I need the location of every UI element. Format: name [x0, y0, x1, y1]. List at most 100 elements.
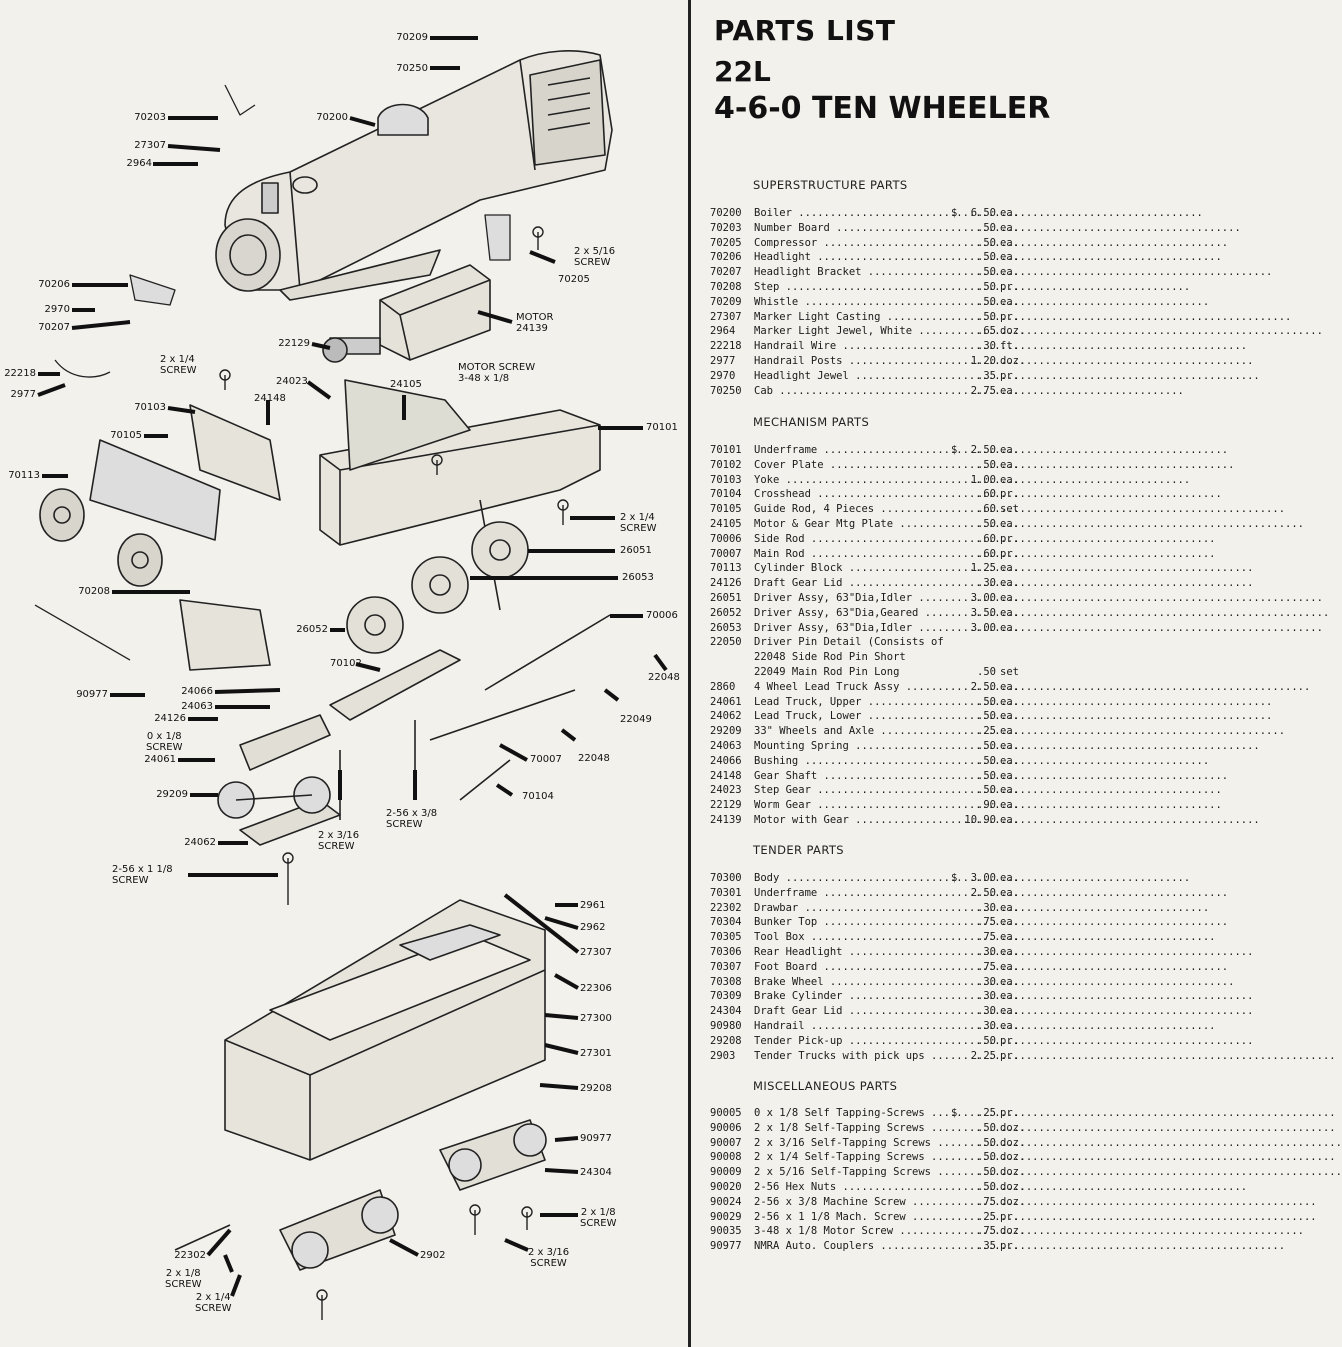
part-description: Draft Gear Lid — [754, 576, 950, 591]
callout-2902: 2902 — [420, 1250, 446, 1261]
part-price: .30 — [977, 975, 996, 988]
currency-symbol: $ — [951, 444, 958, 456]
column-divider — [688, 0, 691, 1347]
leader-lines — [37, 36, 668, 1297]
part-number: 90980 — [710, 1019, 742, 1032]
parts-row: 22048 Side Rod Pin Short — [708, 650, 1034, 665]
part-description: Crosshead — [754, 487, 950, 502]
part-price: 3.00 — [970, 621, 996, 634]
callout-22302: 22302 — [174, 1250, 206, 1261]
part-description: Cab — [754, 384, 950, 399]
part-price: .75 — [977, 931, 996, 944]
callout-70209: 70209 — [396, 32, 428, 43]
part-number: 24126 — [710, 577, 742, 590]
part-description: Lead Truck, Upper — [754, 695, 950, 710]
part-number: 70307 — [710, 960, 742, 973]
part-number: 29208 — [710, 1034, 742, 1047]
part-price: .50 — [977, 251, 996, 264]
part-number: 90008 — [710, 1151, 742, 1164]
part-price: .50 — [977, 458, 996, 471]
part-description: Lead Truck, Lower — [754, 709, 950, 724]
callout-256x38-screw: 2-56 x 3/8 SCREW — [386, 808, 438, 830]
part-number: 24148 — [710, 769, 742, 782]
callout-22218: 22218 — [4, 368, 36, 379]
part-number: 90006 — [710, 1121, 742, 1134]
price-unit: pr. — [1000, 1210, 1019, 1223]
callout-2961: 2961 — [580, 900, 606, 911]
price-unit: doz. — [1000, 325, 1026, 338]
part-price: .35 — [977, 1240, 996, 1253]
callout-24105: 24105 — [390, 379, 422, 390]
part-number: 90029 — [710, 1210, 742, 1223]
callout-22306: 22306 — [580, 983, 612, 994]
part-number: 27307 — [710, 310, 742, 323]
part-description: Cylinder Block — [754, 561, 950, 576]
part-price: .50 — [977, 310, 996, 323]
part-number: 2970 — [710, 369, 736, 382]
part-number: 70306 — [710, 945, 742, 958]
part-description: Handrail Wire — [754, 339, 950, 354]
part-price: .30 — [977, 340, 996, 353]
part-number: 70304 — [710, 916, 742, 929]
part-description: 2-56 x 3/8 Machine Screw — [754, 1195, 950, 1210]
part-number: 22129 — [710, 799, 742, 812]
part-price: 2.25 — [970, 1049, 996, 1062]
part-number: 70208 — [710, 280, 742, 293]
section-title-superstructure: SUPERSTRUCTURE PARTS — [753, 178, 908, 192]
section-title-miscellaneous: MISCELLANEOUS PARTS — [753, 1079, 898, 1093]
callout-24061: 24061 — [144, 754, 176, 765]
callout-27300: 27300 — [580, 1013, 612, 1024]
part-number: 24139 — [710, 813, 742, 826]
part-number: 24063 — [710, 739, 742, 752]
part-description: Rear Headlight — [754, 945, 950, 960]
price-unit: ea. — [1000, 207, 1019, 219]
price-unit: ea. — [1000, 769, 1019, 782]
currency-symbol: $ — [951, 872, 958, 884]
callout-70206: 70206 — [38, 279, 70, 290]
callout-26051: 26051 — [620, 545, 652, 556]
callout-70102: 70102 — [330, 658, 362, 669]
part-price: .50 — [977, 1121, 996, 1134]
part-description: Tender Pick-up — [754, 1034, 950, 1049]
part-price: .35 — [977, 369, 996, 382]
part-description: Step — [754, 280, 950, 295]
part-number: 70250 — [710, 384, 742, 397]
part-description: Main Rod — [754, 547, 950, 562]
part-number: 29209 — [710, 725, 742, 738]
part-price: .50 — [977, 517, 996, 530]
part-price: .30 — [977, 577, 996, 590]
price-unit: ea. — [1000, 1019, 1019, 1032]
price-unit: pr. — [1000, 488, 1019, 501]
section-rows-tender: 70300Body$3.00ea.70301Underframe2.50ea.2… — [708, 871, 1034, 1063]
part-number: 70300 — [710, 872, 742, 884]
price-unit: doz. — [1000, 354, 1026, 367]
part-price: .75 — [977, 1195, 996, 1208]
part-price: .50 — [977, 1136, 996, 1149]
callout-70208: 70208 — [78, 586, 110, 597]
price-unit: doz. — [1000, 1121, 1026, 1134]
part-price: .30 — [977, 945, 996, 958]
part-price: .50 — [977, 266, 996, 279]
price-unit: ea. — [1000, 975, 1019, 988]
price-unit: ea. — [1000, 960, 1019, 973]
price-unit: doz. — [1000, 1151, 1026, 1164]
callout-2962: 2962 — [580, 922, 606, 933]
